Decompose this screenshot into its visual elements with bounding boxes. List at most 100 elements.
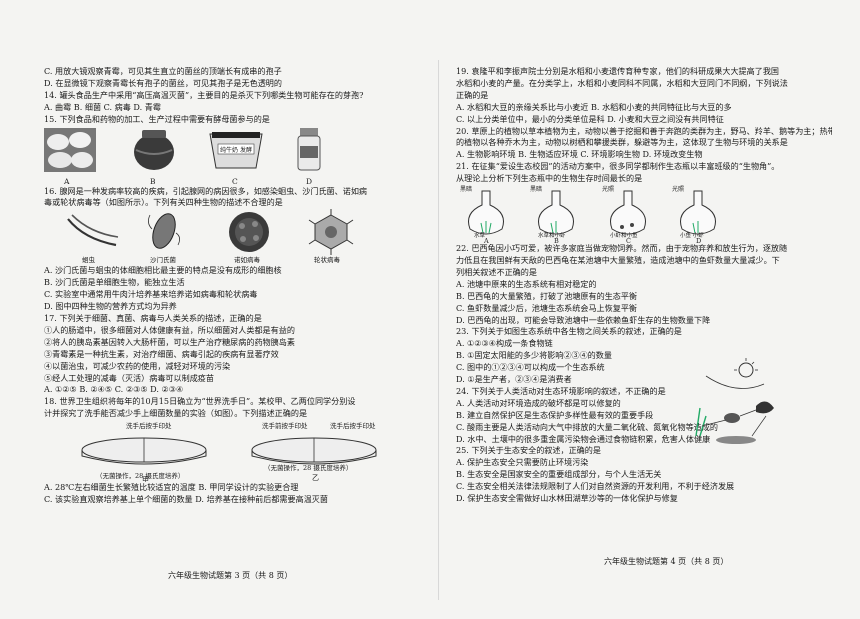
text-line: 25. 下列关于生态安全的叙述，正确的是 (456, 445, 601, 456)
text-line: A. 池塘中原来的生态系统有相对稳定的 (456, 278, 597, 289)
text-line: 18. 世界卫生组织将每年的10月15日确立为“世界洗手日”。某校甲、乙两位同学… (44, 396, 356, 407)
text-line: D. ①是生产者，②③④是消费者 (456, 374, 572, 385)
norovirus-image (229, 212, 269, 253)
text-line: 16. 腺网是一种发病率较高的疾病，引起腺网的病因很多，如感染蛔虫、沙门氏菌、诺… (44, 185, 368, 196)
text-line: A. 曲霉 B. 细菌 C. 病毒 D. 青霉 (44, 101, 161, 112)
pickle-jar-image (134, 129, 174, 170)
text-line: B. 巴西龟的大量繁殖，打破了池塘原有的生态平衡 (456, 290, 638, 301)
text-line: 正确的是 (456, 89, 489, 100)
text-line: ⑤经人工处理的减毒（灭活）病毒可以制成疫苗 (44, 372, 214, 383)
medicine-vial-image (297, 127, 321, 171)
figure-caption: 轮状病毒 (314, 256, 340, 265)
text-line: C. 酸雨主要是人类活动向大气中排放的大量二氧化硫、氮氧化物等造成的 (456, 421, 718, 432)
page-footer: 六年级生物试题第 3 页（共 8 页） (168, 571, 293, 580)
dish-caption: （无菌操作，28 摄氏度培养） (264, 463, 352, 472)
text-line: A. 生物影响环境 B. 生物适应环境 C. 环境影响生物 D. 环境改变生物 (456, 149, 703, 160)
sun-icon (738, 362, 754, 378)
text-line: C. 该实验直观察培养基上单个细菌的数量 D. 培养基在接种前后都需要高温灭菌 (44, 494, 328, 505)
flask-condition: 光照 (672, 185, 684, 193)
text-line: C. 以上分类单位中，最小的分类单位是科 D. 小麦和大豆之间没有共同特征 (456, 113, 724, 124)
q18-petri-dish-figure: 洗手后按手印处 洗手前按手印处 洗手后按手印处 （无菌操作，28 摄氏度培养） … (44, 420, 426, 482)
flask-contents: 水草和小虾 (538, 231, 566, 239)
q15-option-labels: A B C D (44, 176, 426, 186)
text-line: A. 人类活动对环境造成的破坏都是可以修复的 (456, 397, 621, 408)
yogurt-cup-image: 纯牛奶 发酵 (209, 131, 263, 169)
option-label: C (232, 176, 238, 186)
dish-group-label: 甲 (142, 476, 149, 482)
text-line: A. 28℃左右细菌生长繁殖比较适宜的温度 B. 甲同学设计的实验更合理 (44, 482, 299, 493)
text-line: A. 沙门氏菌与蛔虫的体细胞相比最主要的特点是没有成形的细胞核 (44, 265, 282, 276)
option-label: D (306, 176, 313, 186)
text-line: 14. 罐头食品生产中采用“高压高温灭菌”，主要目的是杀灭下列哪类生物可能存在的… (44, 89, 364, 100)
dish-group-label: 乙 (312, 474, 319, 482)
dish-caption: （无菌操作，28 摄氏度培养） (96, 471, 184, 480)
flask-contents: 小鱼 小虾 (680, 231, 704, 239)
salmonella-image (148, 213, 180, 250)
rotavirus-image (308, 209, 354, 256)
text-line: 20. 草原上的植物以草本植物为主，动物以善于挖掘和善于奔跑的类群为主，野马、羚… (456, 125, 832, 136)
q15-images: 纯牛奶 发酵 (44, 126, 426, 176)
text-line: 17. 下列关于细菌、真菌、病毒与人类关系的描述，正确的是 (44, 312, 262, 323)
text-line: 毒或轮状病毒等（如图所示）。下列有关四种生物的描述不合理的是 (44, 197, 283, 208)
q23-ecosystem-diagram (695, 358, 774, 444)
text-line: 的植物以各种乔木为主，动物以树栖和攀援类群，躲避等为主，这体现了生物与环境的关系… (456, 137, 788, 148)
left-column: C. 用放大镜观察青霉，可见其生直立的菌丝的顶端长有成串的孢子 D. 在显微镜下… (44, 66, 426, 506)
flask-contents: 水草 (474, 231, 486, 239)
option-label: C (626, 237, 631, 243)
text-line: ④以菌治虫，可减少农药的使用，减轻对环境的污染 (44, 360, 231, 371)
right-column: 19. 袁隆平和李振声院士分别是水稻和小麦遗传育种专家，他们的科研成果大大提高了… (456, 66, 832, 505)
text-line: B. 建立自然保护区是生态保护多样性最有效的重要手段 (456, 409, 654, 420)
figure-caption: 沙门氏菌 (150, 256, 176, 265)
text-line: 23. 下列关于如图生态系统中各生物之间关系的叙述，正确的是 (456, 326, 682, 337)
option-label: D (696, 237, 701, 243)
text-line: A. 水稻和大豆的亲缘关系比与小麦近 B. 水稻和小麦的共同特征比与大豆的多 (456, 101, 732, 112)
text-line: C. 实验室中通常用牛肉汁培养基来培养诺如病毒和轮状病毒 (44, 289, 258, 300)
text-line: ①人的肠道中，很多细菌对人体健康有益，所以细菌对人类都是有益的 (44, 324, 295, 335)
text-line: 力低且在我国鲜有天敌的巴西龟在某池塘中大量繁殖，造成池塘中的鱼虾数量大量减少。下 (456, 254, 780, 265)
dish-label: 洗手前按手印处 (262, 421, 308, 430)
text-line: C. 图中的①②③④可以构成一个生态系统 (456, 362, 605, 373)
plant-icon (695, 407, 707, 437)
text-line: D. 在显微镜下观察青霉长有孢子的菌丝，可见其孢子是无色透明的 (44, 77, 282, 88)
option-label: A (483, 237, 489, 243)
text-line: A. ①②③④构成一条食物链 (456, 338, 553, 349)
text-line: 从理论上分析下列生态瓶中的生物生存时间最长的是 (456, 173, 643, 184)
flask-condition: 黑暗 (460, 185, 472, 193)
text-line: D. 巴西龟的出现，可能会导致池塘中一些依赖鱼虾生存的生物数量下降 (456, 314, 711, 325)
text-line: 列相关叙述不正确的是 (456, 266, 537, 277)
text-line: 19. 袁隆平和李振声院士分别是水稻和小麦遗传育种专家，他们的科研成果大大提高了… (456, 66, 780, 76)
text-line: 计并探究了洗手能否减少手上细菌数量的实验（如图）。下列描述正确的是 (44, 408, 308, 419)
insect-icon (724, 413, 740, 423)
text-line: B. 沙门氏菌是单细胞生物，能独立生活 (44, 277, 185, 288)
text-line: 水稻和小麦的产量。在分类学上，水稻和小麦同科不同属，水稻和大豆同门不同纲，下列说… (456, 77, 788, 88)
text-line: B. ①固定太阳能的多少将影响②③④的数量 (456, 350, 612, 361)
text-line: D. 图中四种生物的营养方式均为异养 (44, 301, 177, 312)
soil-icon (716, 436, 756, 444)
flask-condition: 光照 (602, 185, 614, 193)
option-label: B (554, 237, 559, 243)
text-line: D. 保护生态安全需做好山水林田湖草沙等的一体化保护与修复 (456, 493, 678, 504)
text-line: A. 保护生态安全只需要防止环境污染 (456, 457, 589, 468)
text-line: 15. 下列食品和药物的加工、生产过程中需要有酵母菌参与的是 (44, 113, 270, 124)
text-line: 21. 在征集“爱设生态校园”的活动方案中，很多同学都制作生态瓶以丰富班级的“生… (456, 161, 780, 172)
q16-captions: 蛔虫 沙门氏菌 诺如病毒 轮状病毒 (44, 255, 426, 265)
q16-images (44, 209, 426, 256)
roundworm-image (67, 214, 119, 247)
steamed-buns-image (44, 127, 96, 172)
option-label: A (64, 176, 70, 186)
text-line: ③青霉素是一种抗生素，对治疗细菌、病毒引起的疾病有显著疗效 (44, 348, 279, 359)
dish-label: 洗手后按手印处 (126, 421, 172, 430)
figure-caption: 蛔虫 (82, 256, 95, 265)
flasks-drawing: 黑暗 黑暗 光照 光照 水草 水草和小虾 小虾和小鱼 小鱼 小虾 A B C D (460, 185, 716, 243)
figure-caption: 诺如病毒 (234, 256, 260, 265)
text-line: C. 生态安全相关法律法规限制了人们对自然资源的开发利用，不利于经济发展 (456, 481, 735, 492)
q21-ecobottle-figure: 黑暗 黑暗 光照 光照 水草 水草和小虾 小虾和小鱼 小鱼 小虾 A B C D (456, 185, 832, 243)
text-line: A. ①②⑤ B. ②④⑤ C. ②③⑤ D. ②③④ (44, 384, 184, 395)
text-line: C. 用放大镜观察青霉，可见其生直立的菌丝的顶端长有成串的孢子 (44, 66, 282, 76)
bird-icon (756, 401, 774, 414)
page-footer: 六年级生物试题第 4 页（共 8 页） (604, 557, 729, 566)
petri-dishes-drawing: 洗手后按手印处 洗手前按手印处 洗手后按手印处 （无菌操作，28 摄氏度培养） … (81, 421, 377, 482)
text-line: C. 鱼虾数量减少后，池塘生态系统会马上恢复平衡 (456, 302, 638, 313)
yogurt-product-label: 纯牛奶 发酵 (220, 146, 252, 154)
